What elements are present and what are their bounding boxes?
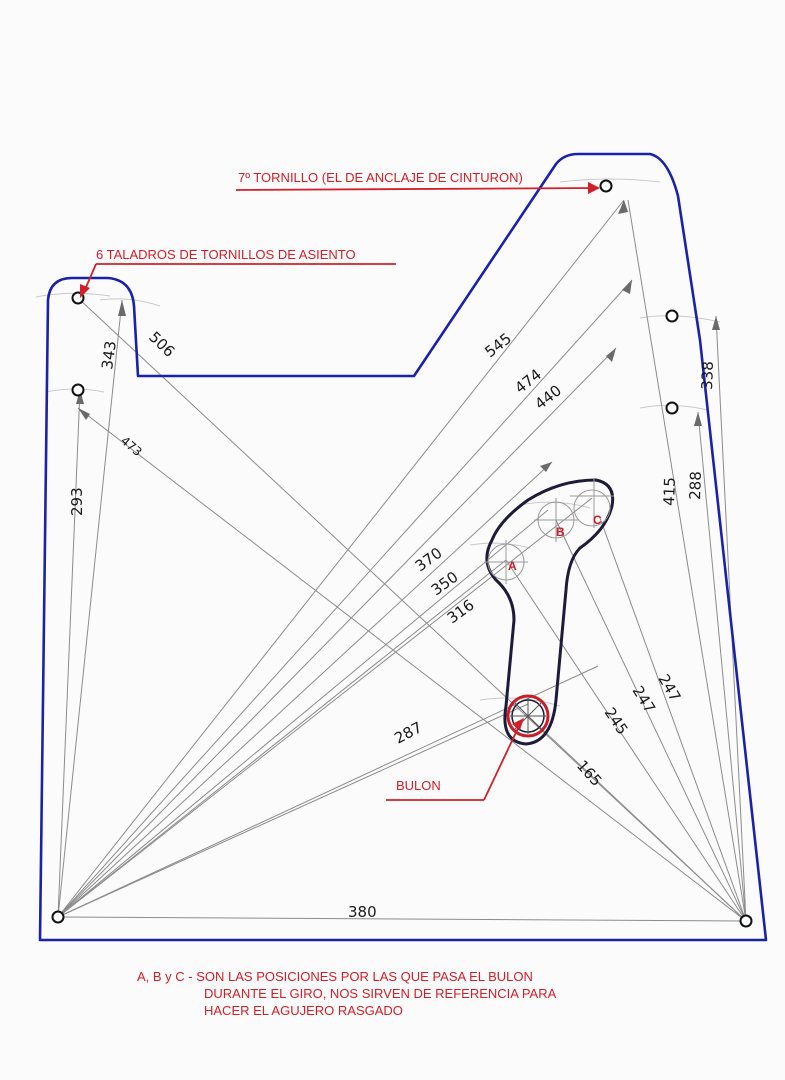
bulon-callout: BULON (396, 778, 441, 793)
dim-316: 316 (444, 596, 478, 627)
position-c-label: C (593, 513, 602, 527)
dim-288: 288 (686, 471, 705, 500)
legend-note: A, B y C - SON LAS POSICIONES POR LAS QU… (137, 968, 657, 1019)
corner-hole-right (739, 914, 753, 928)
dim-370: 370 (412, 544, 446, 575)
dim-506: 506 (145, 328, 178, 361)
dim-338: 338 (698, 361, 717, 390)
dim-287: 287 (391, 718, 425, 747)
seat-hole-4 (665, 401, 679, 415)
dim-473: 473 (118, 434, 145, 459)
dim-343: 343 (98, 340, 120, 371)
position-b-label: B (556, 525, 565, 539)
dim-247-outer: 247 (655, 671, 685, 705)
belt-bolt-callout: 7º TORNILLO (EL DE ANCLAJE DE CINTURON) (238, 170, 523, 185)
seat-holes (51, 179, 753, 928)
note-line-3: HACER EL AGUJERO RASGADO (204, 1003, 403, 1018)
bulon-pin (506, 694, 550, 738)
dim-415: 415 (660, 477, 679, 506)
dim-350: 350 (428, 568, 462, 599)
plate-outline (38, 152, 768, 942)
construction-lines-left (57, 199, 747, 922)
belt-bolt-hole (599, 179, 613, 193)
position-a-label: A (508, 559, 517, 573)
seat-hole-2 (71, 383, 85, 397)
arrow-heads (76, 200, 720, 472)
seat-holes-callout: 6 TALADROS DE TORNILLOS DE ASIENTO (96, 247, 356, 262)
note-line-1: A, B y C - SON LAS POSICIONES POR LAS QU… (137, 969, 533, 984)
lever-part (485, 478, 615, 746)
dim-380: 380 (348, 903, 377, 921)
dim-247-inner: 247 (629, 683, 659, 717)
position-circles (484, 478, 614, 584)
dim-545: 545 (481, 329, 515, 361)
note-line-2: DURANTE EL GIRO, NOS SIRVEN DE REFERENCI… (204, 986, 557, 1001)
seat-hole-3 (665, 309, 679, 323)
dim-293: 293 (68, 487, 86, 516)
corner-hole-left (51, 910, 65, 924)
callout-leaders (80, 182, 600, 801)
